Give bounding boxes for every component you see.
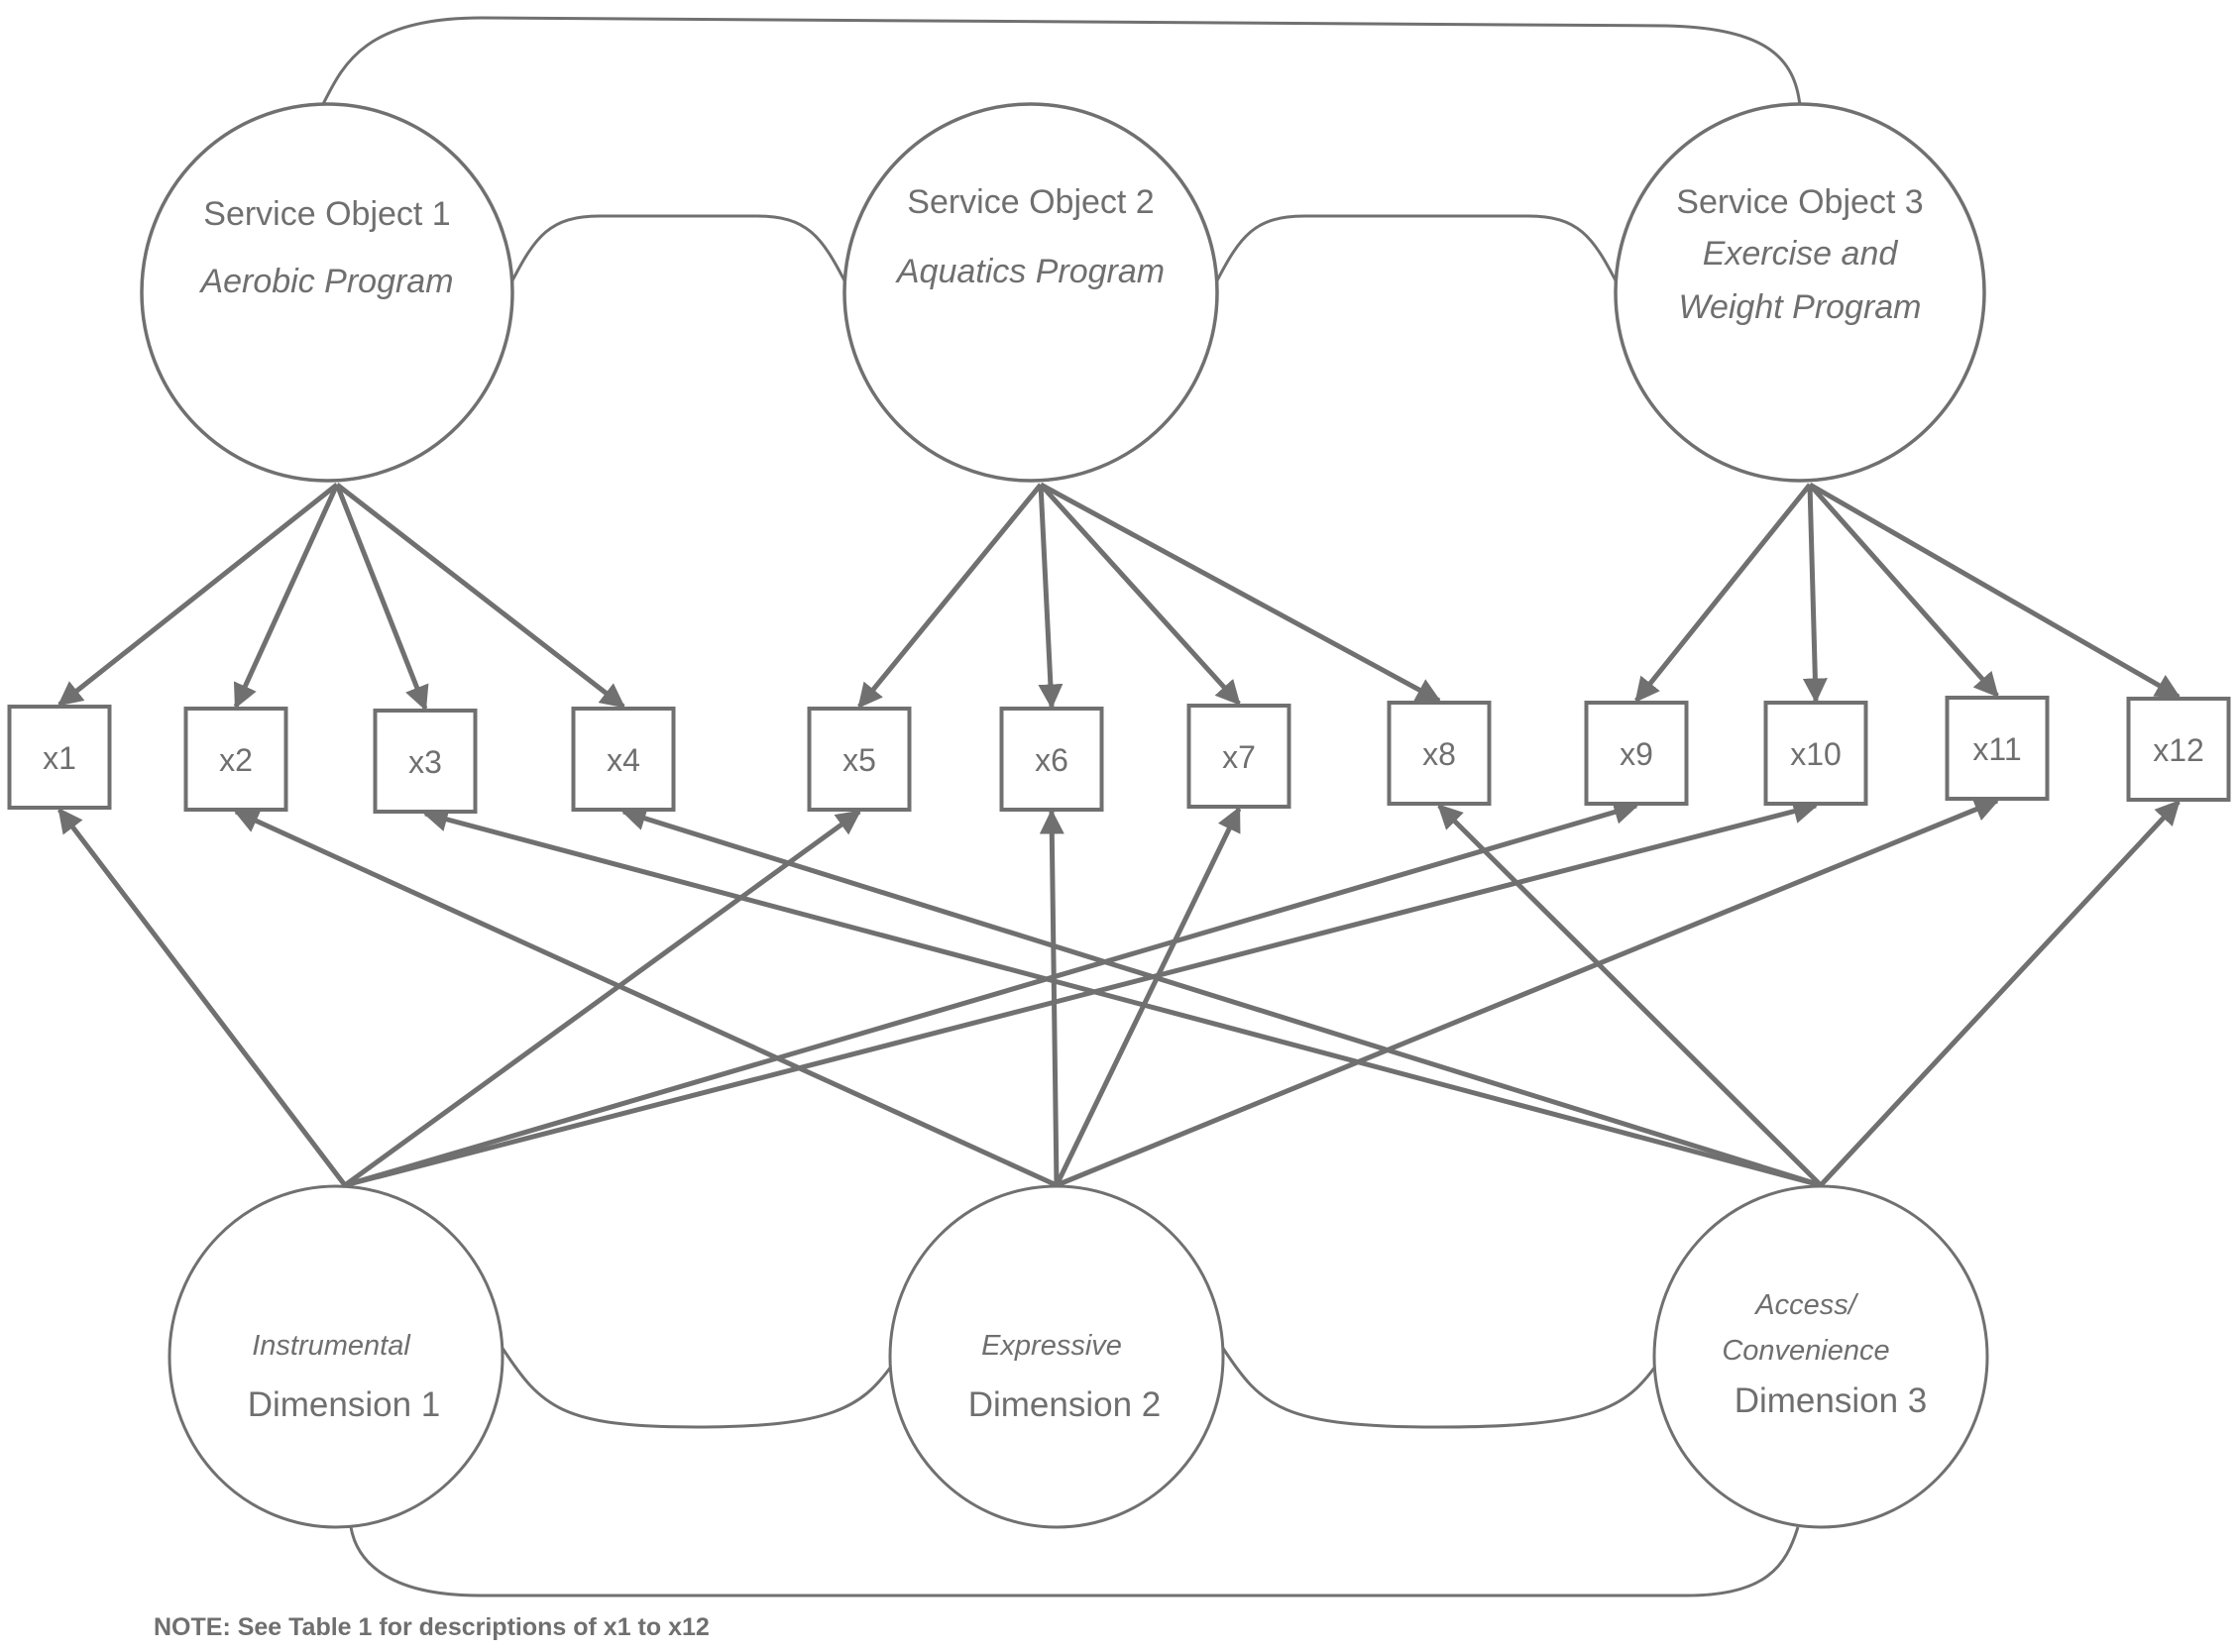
indicator-box-x9: x9 [1584, 701, 1689, 806]
loading-path-so2-x5 [857, 483, 1043, 709]
correlation-curves [320, 16, 1802, 1597]
dimension-descriptor: Convenience [1722, 1335, 1889, 1367]
object-correlation-so1-so3 [320, 16, 1802, 107]
loading-path-so1-x2 [233, 483, 340, 710]
loading-path-so2-x6 [1038, 484, 1064, 710]
loading-path-so1-x1 [57, 483, 339, 707]
indicator-label: x7 [1222, 739, 1256, 775]
loading-path-d1-x5 [343, 809, 862, 1188]
indicator-label: x8 [1422, 736, 1456, 772]
loading-path-so2-x7 [1039, 483, 1241, 706]
indicator-label: x6 [1035, 742, 1068, 778]
loading-path-so1-x4 [335, 483, 625, 709]
service-object-subtitle: Exercise and [1703, 235, 1899, 273]
indicator-box-x3: x3 [373, 709, 478, 814]
service-object-subtitle: Aerobic Program [198, 263, 453, 300]
loading-path-d1-x1 [57, 808, 347, 1187]
indicator-box-x12: x12 [2126, 697, 2231, 802]
indicator-label: x12 [2153, 732, 2204, 768]
loading-path-so3-x10 [1802, 484, 1828, 704]
indicator-label: x10 [1790, 736, 1842, 772]
dimension-correlation-d1-d3 [349, 1526, 1800, 1597]
loading-path-d2-x11 [1056, 797, 2000, 1188]
loading-path-so3-x11 [1808, 483, 1999, 698]
indicator-label: x3 [408, 744, 442, 780]
loading-path-d2-x7 [1054, 806, 1242, 1187]
indicator-box-x8: x8 [1387, 701, 1492, 806]
service-object-subtitle: Aquatics Program [895, 253, 1165, 290]
indicator-box-x1: x1 [7, 705, 112, 810]
service-object-title: Service Object 3 [1676, 183, 1923, 221]
loading-path-d3-x8 [1437, 804, 1823, 1187]
indicator-label: x2 [219, 742, 253, 778]
service-object-title: Service Object 2 [907, 183, 1154, 221]
loading-path-so3-x9 [1634, 483, 1812, 703]
loading-path-so1-x3 [334, 484, 429, 712]
loading-path-so3-x12 [1808, 482, 2182, 700]
loading-path-d2-x6 [1039, 809, 1064, 1186]
indicator-box-x6: x6 [999, 707, 1104, 812]
loading-path-d3-x12 [1819, 800, 2181, 1187]
service-object-2: Service Object 2 Aquatics Program [842, 102, 1219, 483]
indicator-label: x4 [607, 742, 640, 778]
indicator-label: x9 [1620, 736, 1653, 772]
loading-path-d1-x9 [344, 800, 1639, 1188]
service-object-1: Service Object 1 Aerobic Program [140, 102, 514, 483]
loading-path-d2-x2 [233, 809, 1059, 1188]
indicator-box-x5: x5 [807, 707, 912, 812]
figure-note: NOTE: See Table 1 for descriptions of x1… [154, 1613, 710, 1641]
loading-paths [57, 482, 2182, 1188]
service-object-subtitle: Weight Program [1678, 288, 1921, 326]
dimension-title: Dimension 1 [248, 1385, 441, 1424]
dimension-title: Dimension 2 [968, 1385, 1162, 1424]
dimension-descriptor: Expressive [981, 1330, 1122, 1362]
dimension-correlation-d2-d3 [1220, 1346, 1657, 1429]
loading-path-d3-x4 [620, 806, 1822, 1188]
loading-path-so2-x8 [1039, 482, 1442, 704]
indicator-box-x4: x4 [571, 707, 676, 812]
indicator-box-x10: x10 [1763, 701, 1868, 806]
indicator-box-x2: x2 [183, 707, 288, 812]
indicator-label: x5 [842, 742, 876, 778]
service-object-title: Service Object 1 [203, 195, 450, 233]
loading-path-d1-x10 [344, 799, 1819, 1188]
indicator-label: x1 [43, 740, 76, 776]
object-correlation-so1-so2 [508, 214, 848, 285]
dimension-correlation-d1-d2 [500, 1346, 893, 1429]
dimension-title: Dimension 3 [1735, 1381, 1928, 1420]
indicator-label: x11 [1972, 731, 2021, 767]
object-correlation-so2-so3 [1213, 214, 1620, 285]
indicator-box-x11: x11 [1945, 696, 2050, 801]
indicator-box-x7: x7 [1186, 704, 1291, 809]
loading-path-d3-x3 [422, 807, 1822, 1188]
dimension-descriptor: Access/ [1753, 1289, 1858, 1321]
dimension-descriptor: Instrumental [252, 1330, 411, 1362]
